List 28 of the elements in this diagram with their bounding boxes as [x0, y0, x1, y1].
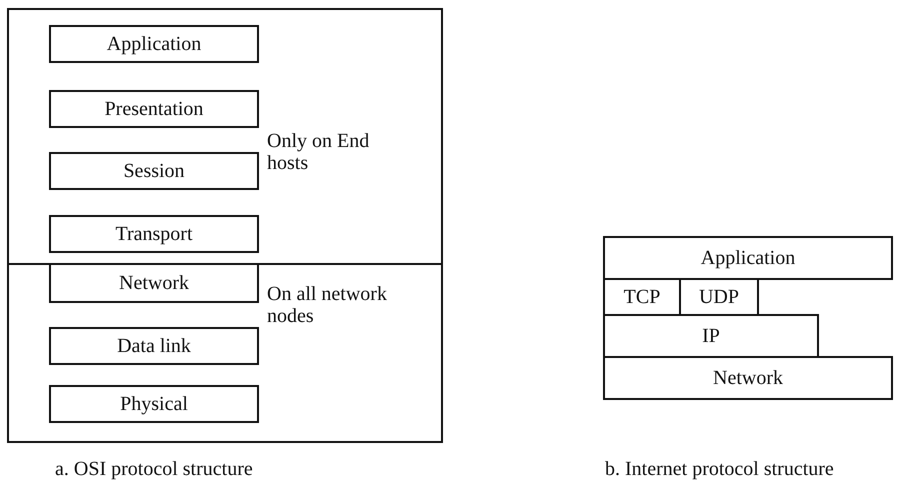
layer-box — [49, 90, 259, 128]
figure-caption: a. OSI protocol structure — [55, 458, 253, 480]
layer-name: Network — [119, 272, 189, 294]
layer-box — [49, 327, 259, 365]
scope-note: Only on End hosts — [267, 130, 370, 174]
layer-box — [603, 356, 893, 400]
layer-box — [603, 236, 893, 280]
layer-box — [49, 152, 259, 190]
layer-box — [49, 385, 259, 423]
layer-name: Application — [106, 32, 202, 56]
layer-box — [603, 314, 819, 358]
layer-name: TCP — [624, 286, 660, 308]
layer-name: Transport — [115, 222, 193, 246]
layer-name: Session — [123, 160, 185, 182]
layer-name: UDP — [698, 286, 739, 308]
layer-group-panel — [7, 8, 443, 265]
layer-name: Presentation — [104, 98, 204, 120]
layer-name: Data link — [117, 334, 191, 358]
scope-note: On all network nodes — [267, 283, 387, 327]
layer-name: Network — [713, 366, 783, 390]
layer-box — [49, 215, 259, 253]
layer-group-panel — [7, 263, 443, 443]
layer-box — [49, 25, 259, 63]
figure-caption: b. Internet protocol structure — [605, 458, 834, 480]
layer-name: IP — [702, 324, 720, 348]
layer-box — [49, 263, 259, 303]
layer-name: Physical — [120, 392, 188, 416]
layer-name: Application — [700, 246, 796, 270]
